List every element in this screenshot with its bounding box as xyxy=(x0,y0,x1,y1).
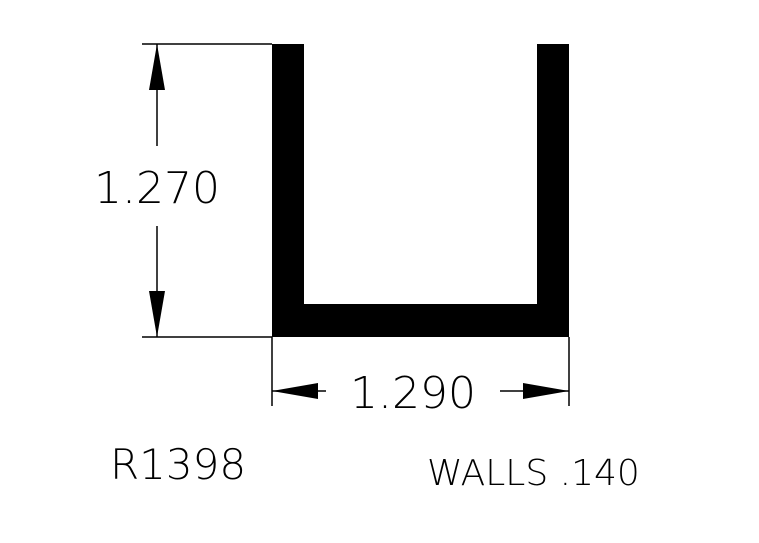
width-arrow-left xyxy=(272,383,318,399)
height-dimension-label: 1.270 xyxy=(94,163,220,214)
height-arrow-up xyxy=(149,44,165,90)
u-channel-profile xyxy=(272,44,569,337)
wall-thickness-note: WALLS .140 xyxy=(427,453,640,494)
height-arrow-down xyxy=(149,291,165,337)
width-dimension-label: 1.290 xyxy=(350,368,476,419)
width-arrow-right xyxy=(523,383,569,399)
part-number-label: R1398 xyxy=(110,440,246,489)
